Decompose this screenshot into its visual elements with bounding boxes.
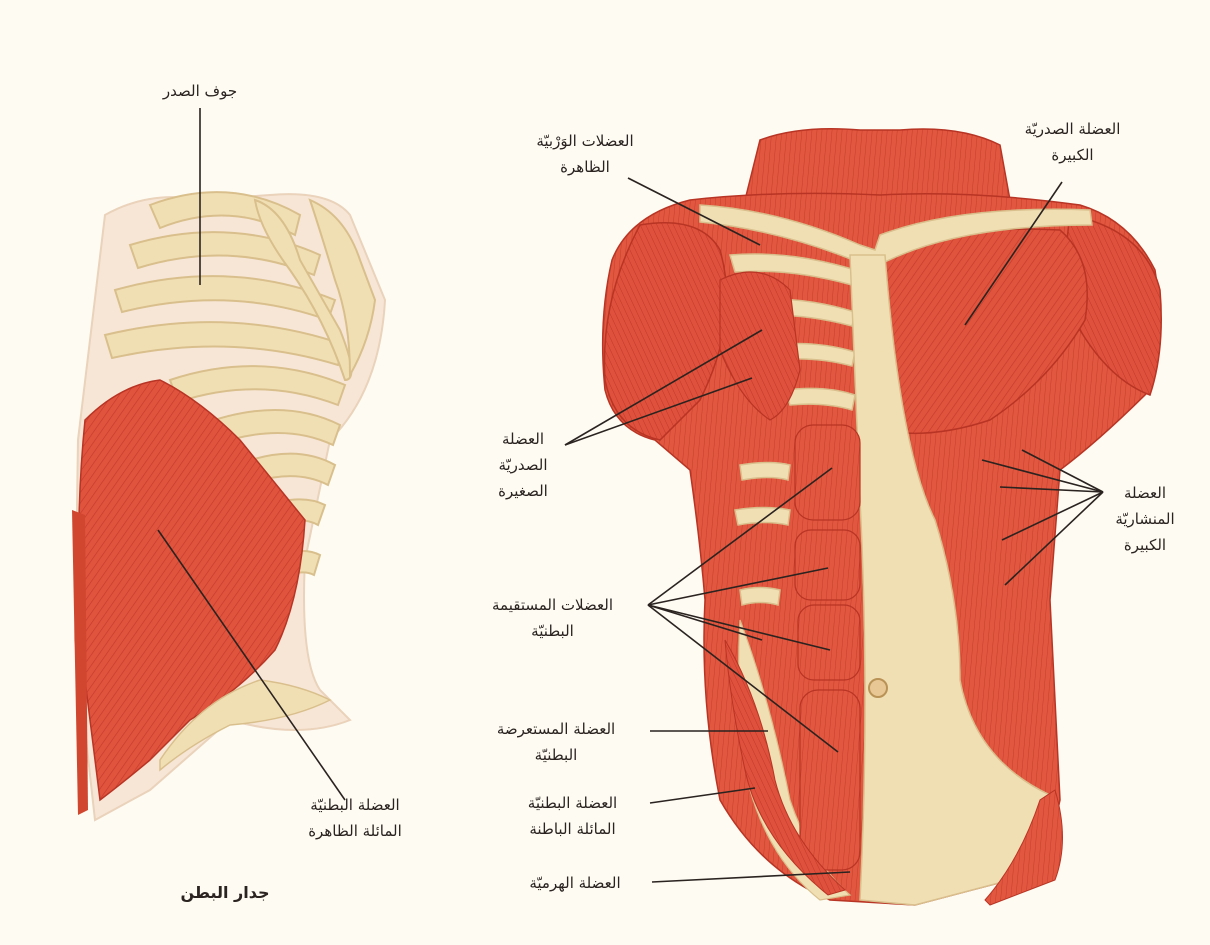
label-dorsal-muscles-line1: العضلات الوَرْبيّة — [505, 128, 665, 154]
label-pectoralis-major: العضلة الصدريّة الكبيرة — [990, 116, 1155, 168]
label-pectoralis-minor-line1: العضلة — [478, 426, 568, 452]
label-transversus-line1: العضلة المستعرضة — [462, 716, 650, 742]
label-external-oblique-line1: العضلة البطنيّة — [280, 792, 430, 818]
rectus-abdominis — [795, 425, 860, 870]
label-thoracic-cavity: جوف الصدر — [135, 78, 265, 104]
label-serratus-anterior-line1: العضلة — [1100, 480, 1190, 506]
label-pectoralis-minor-line2: الصدريّة — [478, 452, 568, 478]
label-pectoralis-minor-line3: الصغيرة — [478, 478, 568, 504]
label-serratus-anterior-line2: المنشاريّة — [1100, 506, 1190, 532]
navel — [869, 679, 887, 697]
label-pectoralis-major-line2: الكبيرة — [990, 142, 1155, 168]
label-internal-oblique-line2: المائلة الباطنة — [495, 816, 650, 842]
label-rectus-abdominis: العضلات المستقيمة البطنيّة — [455, 592, 650, 644]
label-transversus-line2: البطنيّة — [462, 742, 650, 768]
caption-abdominal-wall-text: جدار البطن — [170, 880, 280, 906]
label-serratus-anterior: العضلة المنشاريّة الكبيرة — [1100, 480, 1190, 558]
label-pyramidalis-text: العضلة الهرميّة — [500, 870, 650, 896]
label-pyramidalis: العضلة الهرميّة — [500, 870, 650, 896]
label-transversus-abdominis: العضلة المستعرضة البطنيّة — [462, 716, 650, 768]
caption-abdominal-wall: جدار البطن — [170, 880, 280, 906]
label-serratus-anterior-line3: الكبيرة — [1100, 532, 1190, 558]
label-pectoralis-major-line1: العضلة الصدريّة — [990, 116, 1155, 142]
label-pectoralis-minor: العضلة الصدريّة الصغيرة — [478, 426, 568, 504]
label-dorsal-muscles-line2: الظاهرة — [505, 154, 665, 180]
label-rectus-abdominis-line1: العضلات المستقيمة — [455, 592, 650, 618]
label-external-oblique-line2: المائلة الظاهرة — [280, 818, 430, 844]
label-rectus-abdominis-line2: البطنيّة — [455, 618, 650, 644]
label-internal-oblique: العضلة البطنيّة المائلة الباطنة — [495, 790, 650, 842]
label-internal-oblique-line1: العضلة البطنيّة — [495, 790, 650, 816]
label-external-oblique: العضلة البطنيّة المائلة الظاهرة — [280, 792, 430, 844]
left-figure — [72, 192, 385, 820]
label-dorsal-muscles: العضلات الوَرْبيّة الظاهرة — [505, 128, 665, 180]
label-thoracic-cavity-text: جوف الصدر — [135, 78, 265, 104]
